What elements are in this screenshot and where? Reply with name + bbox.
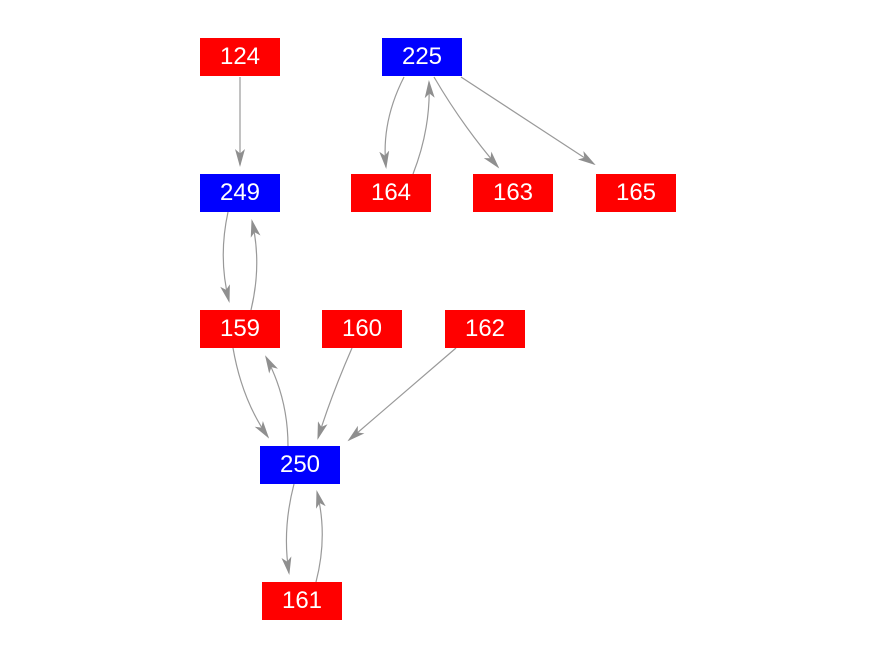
node-249[interactable]: 249 [200,174,280,212]
node-label: 250 [279,451,321,478]
node-label: 164 [370,179,412,206]
node-225[interactable]: 225 [382,38,462,76]
node-165[interactable]: 165 [596,174,676,212]
node-label: 161 [281,587,323,614]
edge-225-165 [460,76,596,166]
edge-159-249 [250,219,261,311]
node-label: 124 [219,43,261,70]
node-label: 165 [615,179,657,206]
edge-group [220,76,596,583]
edge-225-163 [433,76,500,169]
node-label: 162 [464,315,506,342]
node-label: 249 [219,179,261,206]
node-159[interactable]: 159 [200,310,280,348]
node-label: 160 [341,315,383,342]
edge-225-164 [379,76,405,169]
node-160[interactable]: 160 [322,310,402,348]
node-250[interactable]: 250 [260,446,340,484]
node-label: 159 [219,315,261,342]
node-161[interactable]: 161 [262,582,342,620]
edge-164-225 [412,80,435,175]
node-label: 163 [492,179,534,206]
node-163[interactable]: 163 [473,174,553,212]
edge-249-159 [220,211,230,303]
edge-162-250 [347,347,457,442]
node-124[interactable]: 124 [200,38,280,76]
edge-161-250 [315,490,326,583]
edge-160-250 [317,347,353,440]
edge-250-161 [281,483,295,575]
node-label: 225 [401,43,443,70]
edge-159-250 [232,347,270,439]
node-164[interactable]: 164 [351,174,431,212]
edge-250-159 [265,355,289,447]
node-162[interactable]: 162 [445,310,525,348]
